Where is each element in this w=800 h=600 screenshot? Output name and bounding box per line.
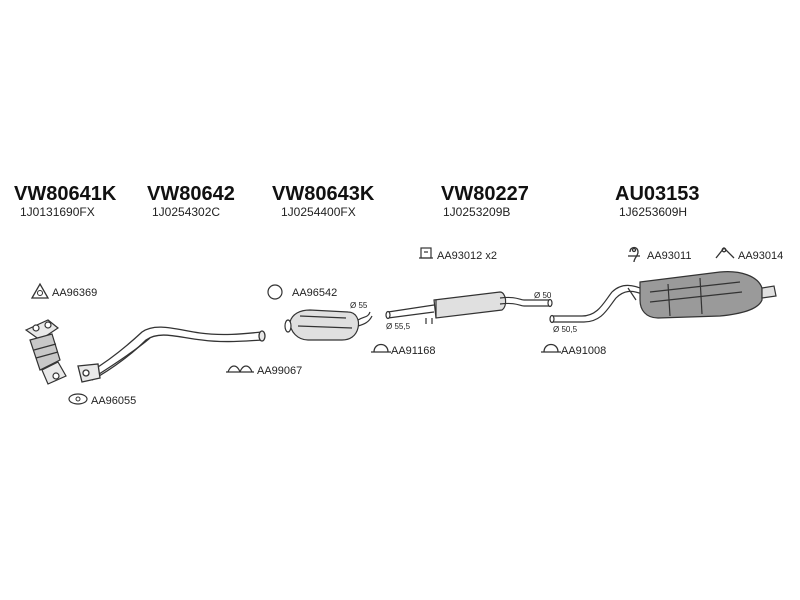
gasket-aa96055-icon [68, 393, 88, 405]
part-label-aa93014: AA93014 [738, 250, 784, 262]
assembly-code-2: VW80642 [147, 183, 235, 205]
part-label-aa96055: AA96055 [91, 395, 137, 407]
part-label-aa99067: AA99067 [257, 365, 303, 377]
hanger-aa93011-icon [628, 246, 640, 263]
assembly-oem-2: 1J0254302C [152, 205, 221, 219]
gasket-aa96369-icon [30, 282, 50, 299]
clamp-aa91008-icon [541, 343, 561, 353]
assembly-code-5: AU03153 [615, 183, 700, 205]
ring-aa96542-icon [267, 284, 283, 300]
catalytic-converter-manifold-icon [24, 319, 67, 385]
dimension-55: Ø 55 [350, 301, 368, 310]
rear-silencer-icon [549, 271, 777, 324]
dimension-50-5: Ø 50,5 [553, 325, 578, 334]
part-label-aa93011: AA93011 [647, 250, 692, 262]
part-label-aa96369: AA96369 [52, 287, 98, 299]
part-label-aa96542: AA96542 [292, 287, 338, 299]
clamp-aa93012-icon [419, 247, 433, 259]
assembly-oem-1: 1J0131690FX [20, 205, 95, 219]
dimension-50: Ø 50 [534, 291, 552, 300]
clamp-aa99067-icon [226, 365, 254, 373]
part-label-aa91008: AA91008 [561, 345, 607, 357]
front-pipe-icon [77, 326, 266, 383]
clamp-aa91168-icon [371, 343, 391, 353]
assembly-oem-3: 1J0254400FX [281, 205, 356, 219]
dimension-55-5: Ø 55,5 [386, 322, 411, 331]
part-label-aa91168: AA91168 [391, 345, 436, 357]
part-label-aa93012: AA93012 x2 [437, 250, 497, 262]
assembly-code-1: VW80641K [14, 183, 117, 205]
catalytic-converter-icon [284, 309, 373, 341]
assembly-code-3: VW80643K [272, 183, 375, 205]
bracket-aa93014-icon [715, 247, 735, 259]
assembly-oem-4: 1J0253209B [443, 205, 511, 219]
assembly-oem-5: 1J6253609H [619, 205, 688, 219]
center-silencer-icon [385, 291, 553, 324]
assembly-code-4: VW80227 [441, 183, 529, 205]
